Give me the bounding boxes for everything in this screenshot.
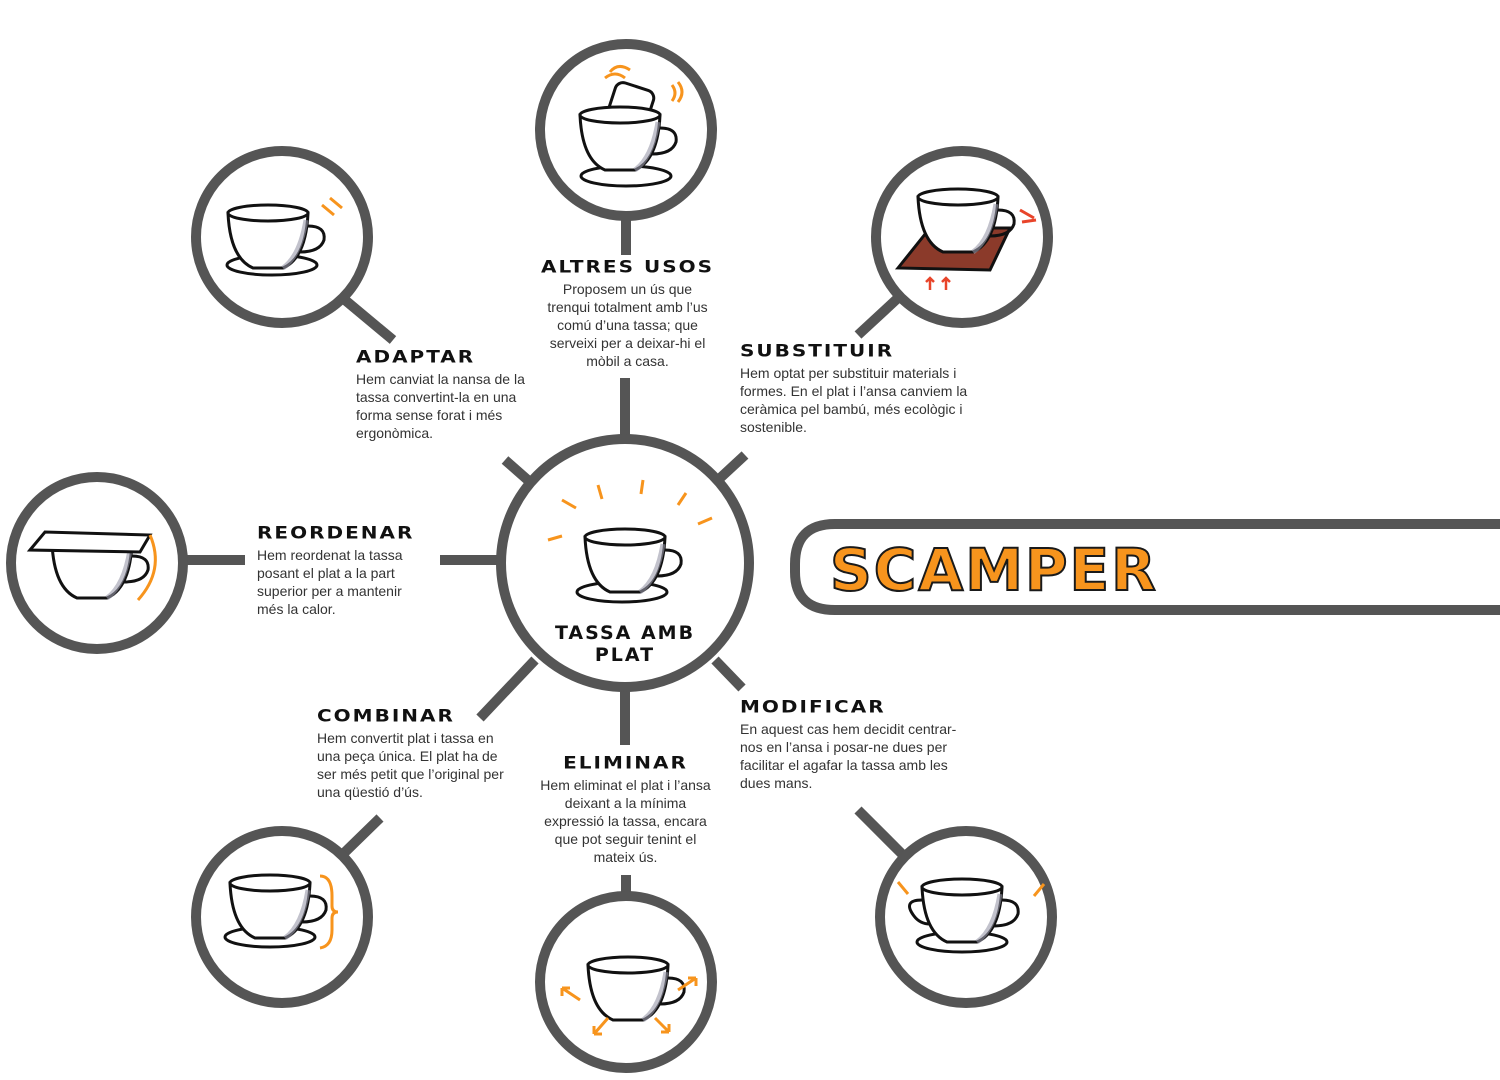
ring-adaptar	[191, 146, 373, 328]
cup-minimal-icon	[560, 957, 698, 1036]
spoke-combinar	[476, 656, 539, 722]
node-altres-usos: ALTRES USOS Proposem un ús que trenqui t…	[540, 256, 715, 370]
description: Hem optat per substituir materials i for…	[740, 365, 968, 435]
scamper-title: SCAMPER	[829, 535, 1158, 605]
cup-phone-icon	[580, 65, 684, 188]
heading: COMBINAR	[317, 705, 455, 726]
ring-center	[496, 434, 754, 692]
description: Proposem un ús que trenqui totalment amb…	[547, 281, 708, 369]
spoke-adaptar	[501, 456, 534, 486]
spoke-modificar	[711, 656, 746, 692]
ring-reordenar	[6, 472, 188, 654]
heading: MODIFICAR	[740, 696, 886, 717]
heading: ELIMINAR	[563, 752, 688, 773]
node-combinar: COMBINAR Hem convertit plat i tassa en u…	[317, 705, 517, 801]
spoke-substituir	[714, 451, 749, 484]
node-substituir: SUBSTITUIR Hem optat per substituir mate…	[740, 340, 975, 436]
cup-reordered-icon	[26, 530, 157, 602]
ring-altres-usos	[535, 39, 717, 221]
heading: REORDENAR	[257, 522, 415, 543]
node-adaptar: ADAPTAR Hem canviat la nansa de la tassa…	[356, 346, 531, 442]
ring-eliminar	[535, 891, 717, 1073]
ring-combinar	[191, 826, 373, 1008]
ring-modificar	[875, 826, 1057, 1008]
heading: SUBSTITUIR	[740, 340, 895, 361]
cup-bamboo-icon	[894, 189, 1037, 290]
description: Hem eliminat el plat i l’ansa deixant a …	[540, 777, 711, 865]
node-eliminar: ELIMINAR Hem eliminat el plat i l’ansa d…	[538, 752, 713, 866]
cup-two-handles-icon	[896, 879, 1046, 954]
node-reordenar: REORDENAR Hem reordenat la tassa posant …	[257, 522, 422, 618]
node-modificar: MODIFICAR En aquest cas hem decidit cent…	[740, 696, 965, 792]
description: Hem canviat la nansa de la tassa convert…	[356, 371, 525, 441]
cup-main-icon	[547, 479, 713, 604]
cup-adapted-icon	[225, 196, 343, 277]
scamper-banner	[790, 519, 1500, 615]
description: Hem reordenat la tassa posant el plat a …	[257, 547, 403, 617]
center-label: TASSA AMB PLAT	[554, 622, 696, 666]
heading: ADAPTAR	[356, 346, 476, 367]
heading: ALTRES USOS	[540, 256, 715, 277]
cup-combined-icon	[223, 875, 339, 950]
description: Hem convertit plat i tassa en una peça ú…	[317, 730, 504, 800]
description: En aquest cas hem decidit centrar-nos en…	[740, 721, 957, 791]
ring-substituir	[871, 146, 1053, 328]
